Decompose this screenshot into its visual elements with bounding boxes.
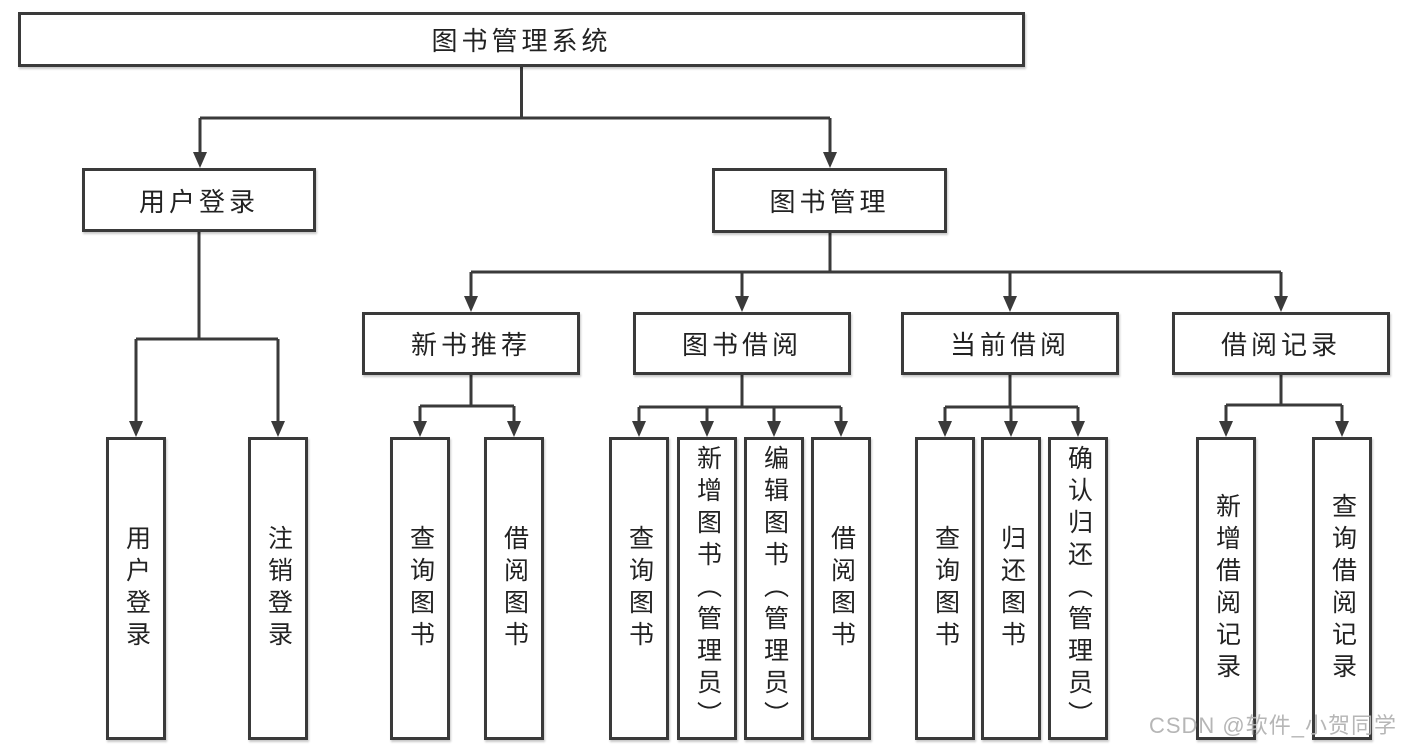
node-label: 图书管理	[769, 187, 890, 217]
node-label: 借阅记录	[1220, 330, 1341, 360]
leaf-borrow-books: 借阅图书	[811, 437, 871, 740]
leaf-edit-books-admin: 编辑图书（管理员）	[744, 437, 804, 740]
leaf-logout: 注销登录	[248, 437, 308, 740]
node-label: 查询图书	[406, 524, 435, 653]
node-label: 查询图书	[625, 524, 654, 653]
node-user-login: 用户登录	[82, 168, 316, 232]
leaf-borrow-books: 借阅图书	[484, 437, 544, 740]
leaf-return-books: 归还图书	[981, 437, 1041, 740]
node-root-system: 图书管理系统	[18, 12, 1025, 67]
arrowheads	[129, 152, 1349, 437]
node-label: 归还图书	[997, 524, 1026, 653]
csdn-watermark: CSDN @软件_小贺同学	[1148, 713, 1397, 738]
node-label: 编辑图书（管理员）	[760, 444, 789, 733]
node-label: 注销登录	[264, 524, 293, 653]
node-borrowing-records: 借阅记录	[1172, 312, 1390, 375]
node-book-management: 图书管理	[712, 168, 947, 233]
node-label: 当前借阅	[949, 330, 1070, 360]
node-label: 图书借阅	[681, 330, 802, 360]
leaf-add-books-admin: 新增图书（管理员）	[677, 437, 737, 740]
node-new-book-recommend: 新书推荐	[362, 312, 580, 375]
leaf-query-books: 查询图书	[390, 437, 450, 740]
node-label: 用户登录	[138, 186, 259, 217]
node-label: 新增图书（管理员）	[693, 444, 722, 733]
node-label: 查询借阅记录	[1328, 492, 1357, 685]
node-label: 新书推荐	[410, 330, 531, 360]
node-label: 查询图书	[931, 524, 960, 653]
node-label: 用户登录	[122, 524, 151, 653]
leaf-query-books: 查询图书	[609, 437, 669, 740]
node-label: 借阅图书	[827, 524, 856, 653]
node-current-borrowing: 当前借阅	[901, 312, 1119, 375]
node-label: 借阅图书	[500, 524, 529, 653]
leaf-query-books: 查询图书	[915, 437, 975, 740]
leaf-user-login: 用户登录	[106, 437, 166, 740]
node-label: 确认归还（管理员）	[1064, 444, 1093, 733]
leaf-confirm-return-admin: 确认归还（管理员）	[1048, 437, 1108, 740]
node-label: 图书管理系统	[431, 26, 612, 56]
leaf-add-borrow-record: 新增借阅记录	[1196, 437, 1256, 740]
leaf-query-borrow-record: 查询借阅记录	[1312, 437, 1372, 740]
node-label: 新增借阅记录	[1212, 492, 1241, 685]
node-book-borrowing: 图书借阅	[633, 312, 851, 375]
